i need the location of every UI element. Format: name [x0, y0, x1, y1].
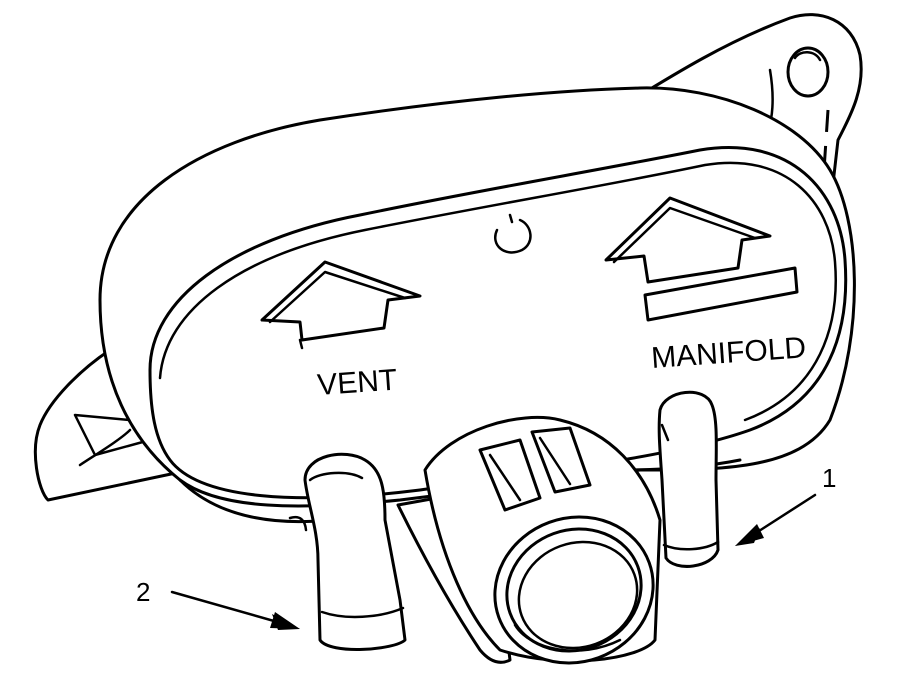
manifold-port — [657, 390, 720, 568]
callout-2-number: 2 — [136, 577, 150, 607]
vent-port — [288, 452, 407, 651]
manifold-arrow — [604, 196, 799, 322]
electrical-connector — [396, 415, 662, 665]
callout-1: 1 — [735, 463, 836, 546]
mounting-bracket-left — [33, 348, 192, 502]
vent-arrow — [260, 260, 422, 350]
vent-label: VENT — [316, 363, 398, 402]
callout-1-number: 1 — [822, 463, 836, 493]
callout-2: 2 — [136, 577, 300, 630]
indicator-mark — [494, 218, 532, 254]
